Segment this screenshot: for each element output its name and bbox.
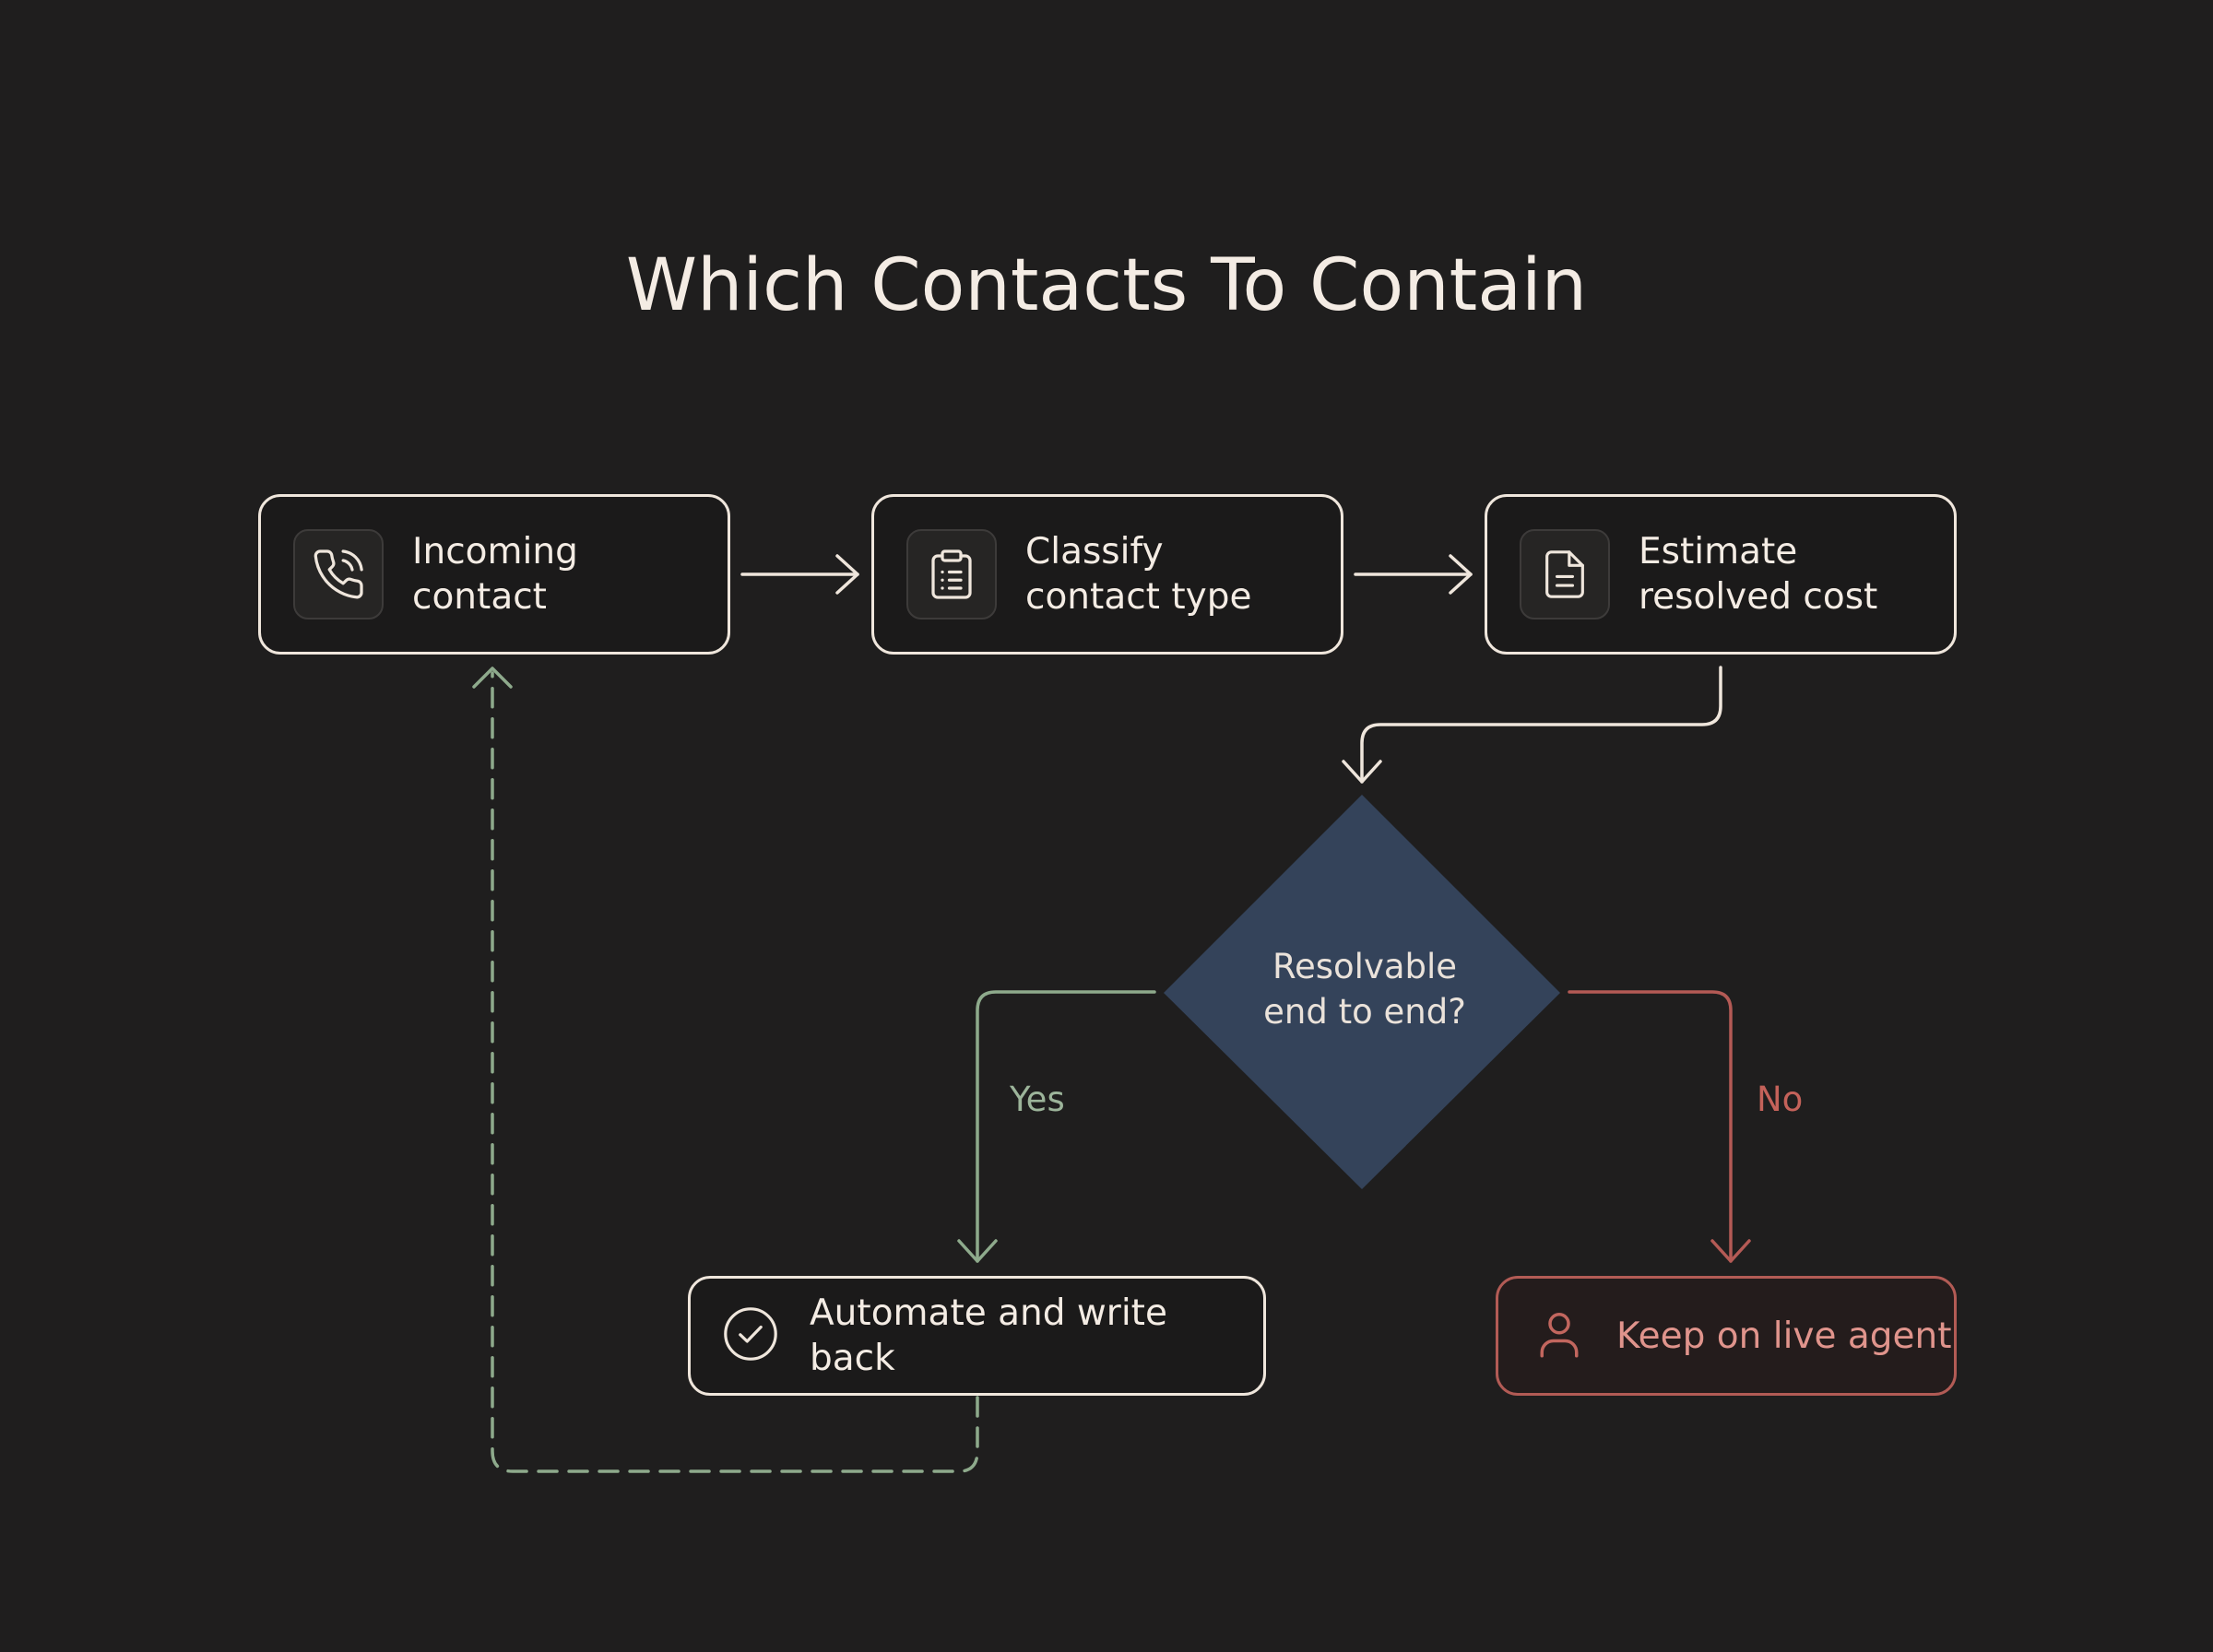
- node-classify-contact-type-label: Classify contact type: [1025, 531, 1252, 618]
- node-estimate-resolved-cost-label: Estimate resolved cost: [1639, 531, 1878, 618]
- node-classify-contact-type: Classify contact type: [871, 494, 1343, 655]
- person-icon: [1540, 1313, 1579, 1358]
- document-icon-box: [1520, 529, 1610, 620]
- arrow-no-branch: [1568, 990, 1751, 1263]
- node-automate-label: Automate and write back: [810, 1292, 1167, 1379]
- person-icon-wrap: [1532, 1306, 1587, 1365]
- branch-label-yes: Yes: [1010, 1080, 1065, 1119]
- arrow-loop-back: [472, 667, 979, 1473]
- phone-icon-box: [293, 529, 384, 620]
- decision-label: Resolvable end to end?: [1263, 947, 1466, 1032]
- arrow-estimate-to-decision: [1342, 666, 1722, 784]
- node-estimate-resolved-cost: Estimate resolved cost: [1485, 494, 1957, 655]
- node-incoming-contact-label: Incoming contact: [412, 531, 578, 618]
- branch-label-no: No: [1757, 1080, 1804, 1119]
- clipboard-list-icon: [931, 549, 972, 599]
- document-icon: [1545, 550, 1584, 598]
- diagram-title: Which Contacts To Contain: [625, 244, 1588, 327]
- phone-icon: [314, 549, 363, 599]
- check-circle-icon-wrap: [721, 1304, 780, 1367]
- node-keep-on-live-agent: Keep on live agent: [1496, 1276, 1957, 1396]
- decision-diamond: [1164, 795, 1560, 1189]
- node-automate-and-write-back: Automate and write back: [688, 1276, 1266, 1396]
- clipboard-icon-box: [906, 529, 997, 620]
- node-incoming-contact: Incoming contact: [258, 494, 730, 655]
- node-live-agent-label: Keep on live agent: [1616, 1315, 1952, 1357]
- check-circle-icon: [724, 1307, 777, 1361]
- arrow-classify-to-estimate: [1354, 554, 1473, 595]
- arrow-yes-branch: [957, 990, 1156, 1263]
- arrow-incoming-to-classify: [740, 554, 859, 595]
